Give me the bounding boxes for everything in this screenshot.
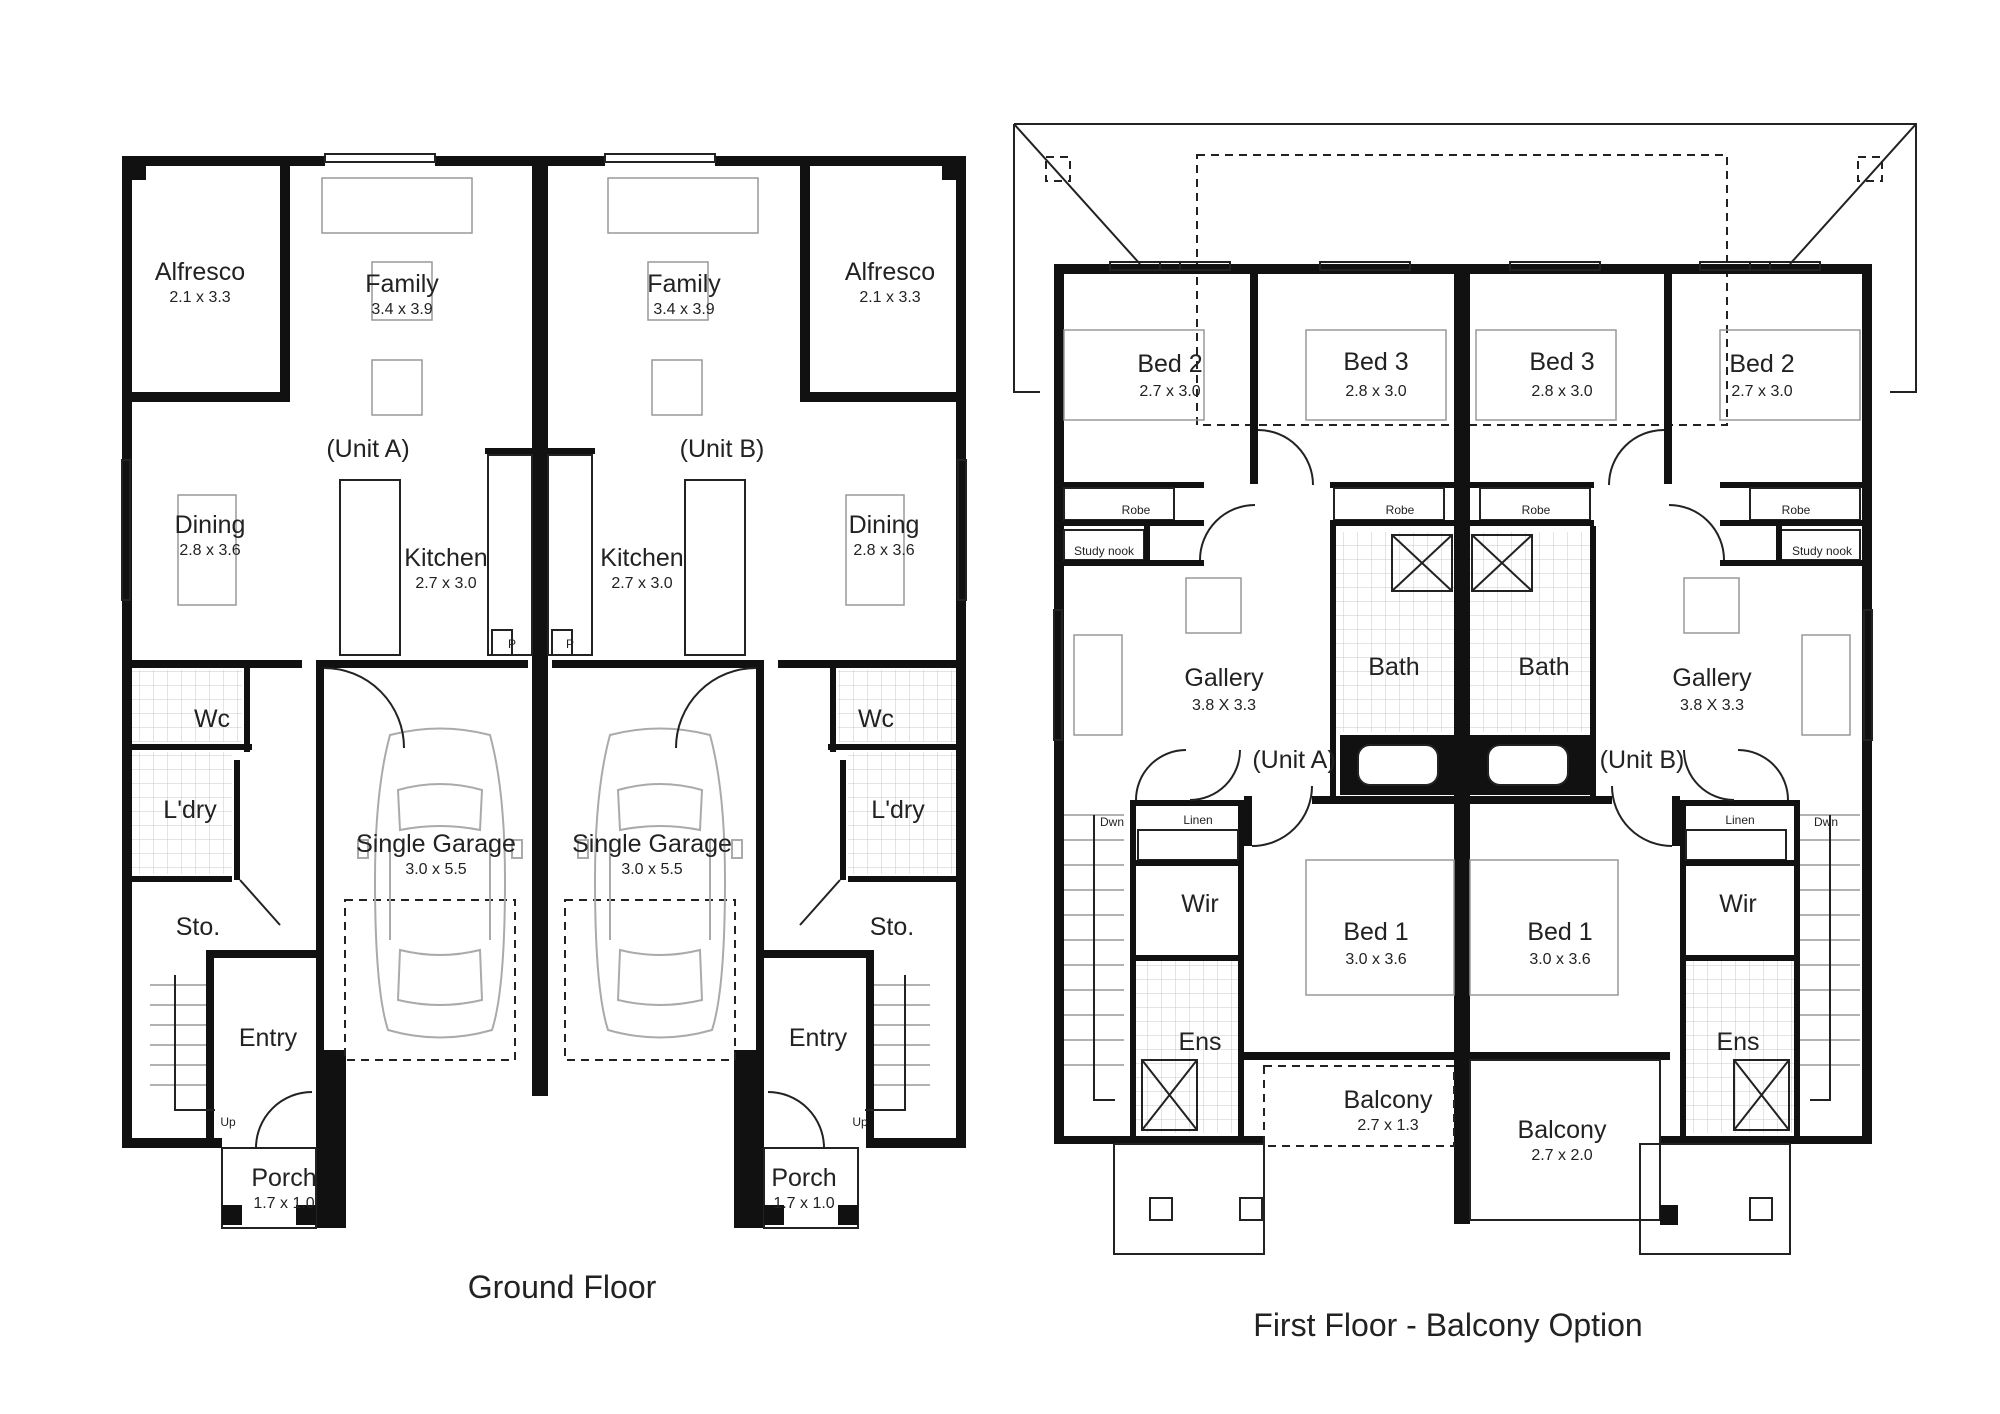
room-name-alfresco-a: Alfresco [155,258,245,286]
room-name-ens-a: Ens [1178,1028,1221,1056]
room-name-wir-a: Wir [1181,890,1218,918]
unit-tag-b-ground: (Unit B) [680,435,765,463]
room-name-gallery-b: Gallery [1672,664,1752,692]
unit-tag-a-ground: (Unit A) [326,435,409,463]
room-name-alfresco-b: Alfresco [845,258,935,286]
robe-label-a-1: Robe [1122,503,1151,517]
room-size-bed2-b: 2.7 x 3.0 [1731,383,1792,400]
room-name-bed1-a: Bed 1 [1343,918,1408,946]
room-size-dining-a: 2.8 x 3.6 [179,542,240,559]
room-name-balcony-b: Balcony [1518,1116,1607,1144]
linen-label-a: Linen [1183,813,1212,827]
room-name-garage-a: Single Garage [356,830,516,858]
ground-floor-plan [121,153,967,1229]
room-name-wir-b: Wir [1719,890,1756,918]
room-name-dining-b: Dining [849,511,920,539]
room-size-bed2-a: 2.7 x 3.0 [1139,383,1200,400]
pantry-label-a: P [508,637,516,651]
room-size-garage-b: 3.0 x 5.5 [621,861,682,878]
robe-label-a-2: Robe [1386,503,1415,517]
room-name-bath-a: Bath [1368,653,1419,681]
room-size-porch-a: 1.7 x 1.0 [253,1195,314,1212]
room-name-balcony-a: Balcony [1344,1086,1433,1114]
ground-floor-caption: Ground Floor [468,1269,657,1305]
room-size-balcony-a: 2.7 x 1.3 [1357,1117,1418,1134]
room-size-bed3-a: 2.8 x 3.0 [1345,383,1406,400]
room-size-alfresco-a: 2.1 x 3.3 [169,289,230,306]
room-name-family-b: Family [647,270,721,298]
room-size-kitchen-a: 2.7 x 3.0 [415,575,476,592]
stair-label-b-first: Dwn [1814,815,1838,829]
stair-label-a-ground: Up [220,1115,236,1129]
room-name-porch-a: Porch [251,1164,316,1192]
stair-label-b-ground: Up [852,1115,868,1129]
room-name-bed3-b: Bed 3 [1529,348,1594,376]
first-floor-plan [1013,123,1917,1255]
unit-tag-b-first: (Unit B) [1600,746,1685,774]
unit-tag-a-first: (Unit A) [1252,746,1335,774]
room-size-kitchen-b: 2.7 x 3.0 [611,575,672,592]
room-name-store-b: Sto. [870,913,914,941]
room-name-laundry-a: L'dry [163,796,217,824]
room-size-garage-a: 3.0 x 5.5 [405,861,466,878]
stair-label-a-first: Dwn [1100,815,1124,829]
room-name-kitchen-a: Kitchen [404,544,487,572]
room-name-entry-a: Entry [239,1024,298,1052]
room-name-wc-b: Wc [858,705,894,733]
room-size-alfresco-b: 2.1 x 3.3 [859,289,920,306]
room-size-bed3-b: 2.8 x 3.0 [1531,383,1592,400]
linen-label-b: Linen [1725,813,1754,827]
robe-label-b-2: Robe [1522,503,1551,517]
room-size-dining-b: 2.8 x 3.6 [853,542,914,559]
room-name-bed3-a: Bed 3 [1343,348,1408,376]
room-name-garage-b: Single Garage [572,830,732,858]
room-name-kitchen-b: Kitchen [600,544,683,572]
room-name-store-a: Sto. [176,913,220,941]
room-name-wc-a: Wc [194,705,230,733]
study-nook-label-a: Study nook [1074,544,1135,558]
room-size-family-b: 3.4 x 3.9 [653,301,714,318]
first-floor-caption: First Floor - Balcony Option [1253,1307,1642,1343]
room-name-laundry-b: L'dry [871,796,925,824]
room-size-bed1-a: 3.0 x 3.6 [1345,951,1406,968]
room-name-family-a: Family [365,270,439,298]
room-name-porch-b: Porch [771,1164,836,1192]
room-name-dining-a: Dining [175,511,246,539]
room-size-balcony-b: 2.7 x 2.0 [1531,1147,1592,1164]
pantry-label-b: P [566,637,574,651]
room-name-entry-b: Entry [789,1024,848,1052]
room-name-gallery-a: Gallery [1184,664,1264,692]
robe-label-b-1: Robe [1782,503,1811,517]
room-name-ens-b: Ens [1716,1028,1759,1056]
room-name-bed1-b: Bed 1 [1527,918,1592,946]
room-size-family-a: 3.4 x 3.9 [371,301,432,318]
room-size-gallery-a: 3.8 X 3.3 [1192,697,1256,714]
room-size-bed1-b: 3.0 x 3.6 [1529,951,1590,968]
room-size-porch-b: 1.7 x 1.0 [773,1195,834,1212]
room-size-gallery-b: 3.8 X 3.3 [1680,697,1744,714]
room-name-bath-b: Bath [1518,653,1569,681]
study-nook-label-b: Study nook [1792,544,1853,558]
room-name-bed2-a: Bed 2 [1137,350,1202,378]
room-name-bed2-b: Bed 2 [1729,350,1794,378]
